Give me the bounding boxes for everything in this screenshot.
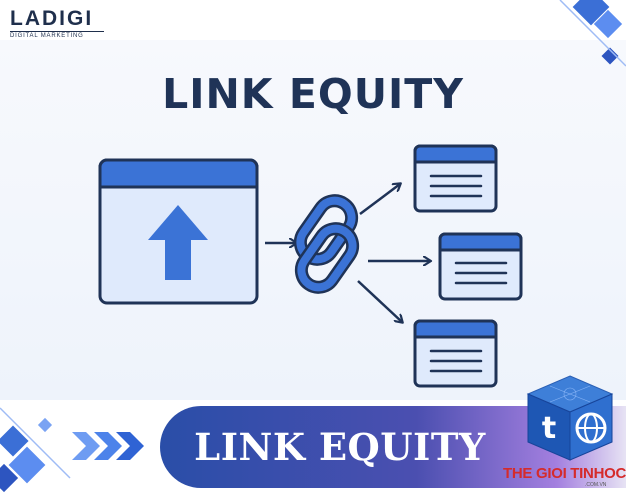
document-icon bbox=[413, 319, 498, 388]
brand-name: THE GIOI TINHOC bbox=[503, 465, 626, 482]
logo-main-text: LADIGI bbox=[10, 7, 94, 30]
decorative-diamonds-bottom-left bbox=[0, 407, 71, 493]
decorative-diamonds-top-right bbox=[559, 0, 626, 67]
brand-domain: .COM.VN bbox=[585, 482, 607, 488]
document-icon bbox=[413, 144, 498, 213]
chevron-arrows-icon bbox=[72, 432, 144, 460]
logo-sub-text: DIGITAL MARKETING bbox=[10, 31, 104, 39]
ladigi-logo: LADIGI DIGITAL MARKETING bbox=[10, 8, 104, 39]
document-icon bbox=[438, 232, 523, 301]
banner-title: LINK EQUITY bbox=[194, 425, 486, 469]
cube-letter: t bbox=[542, 411, 556, 446]
arrow-to-target-bottom bbox=[357, 280, 402, 322]
page-title: LINK EQUITY bbox=[162, 70, 464, 118]
chain-link-icon bbox=[293, 194, 360, 294]
brand-cube-logo: t bbox=[526, 375, 614, 461]
page-upload-icon bbox=[98, 158, 259, 305]
arrow-to-target-top bbox=[359, 184, 400, 215]
